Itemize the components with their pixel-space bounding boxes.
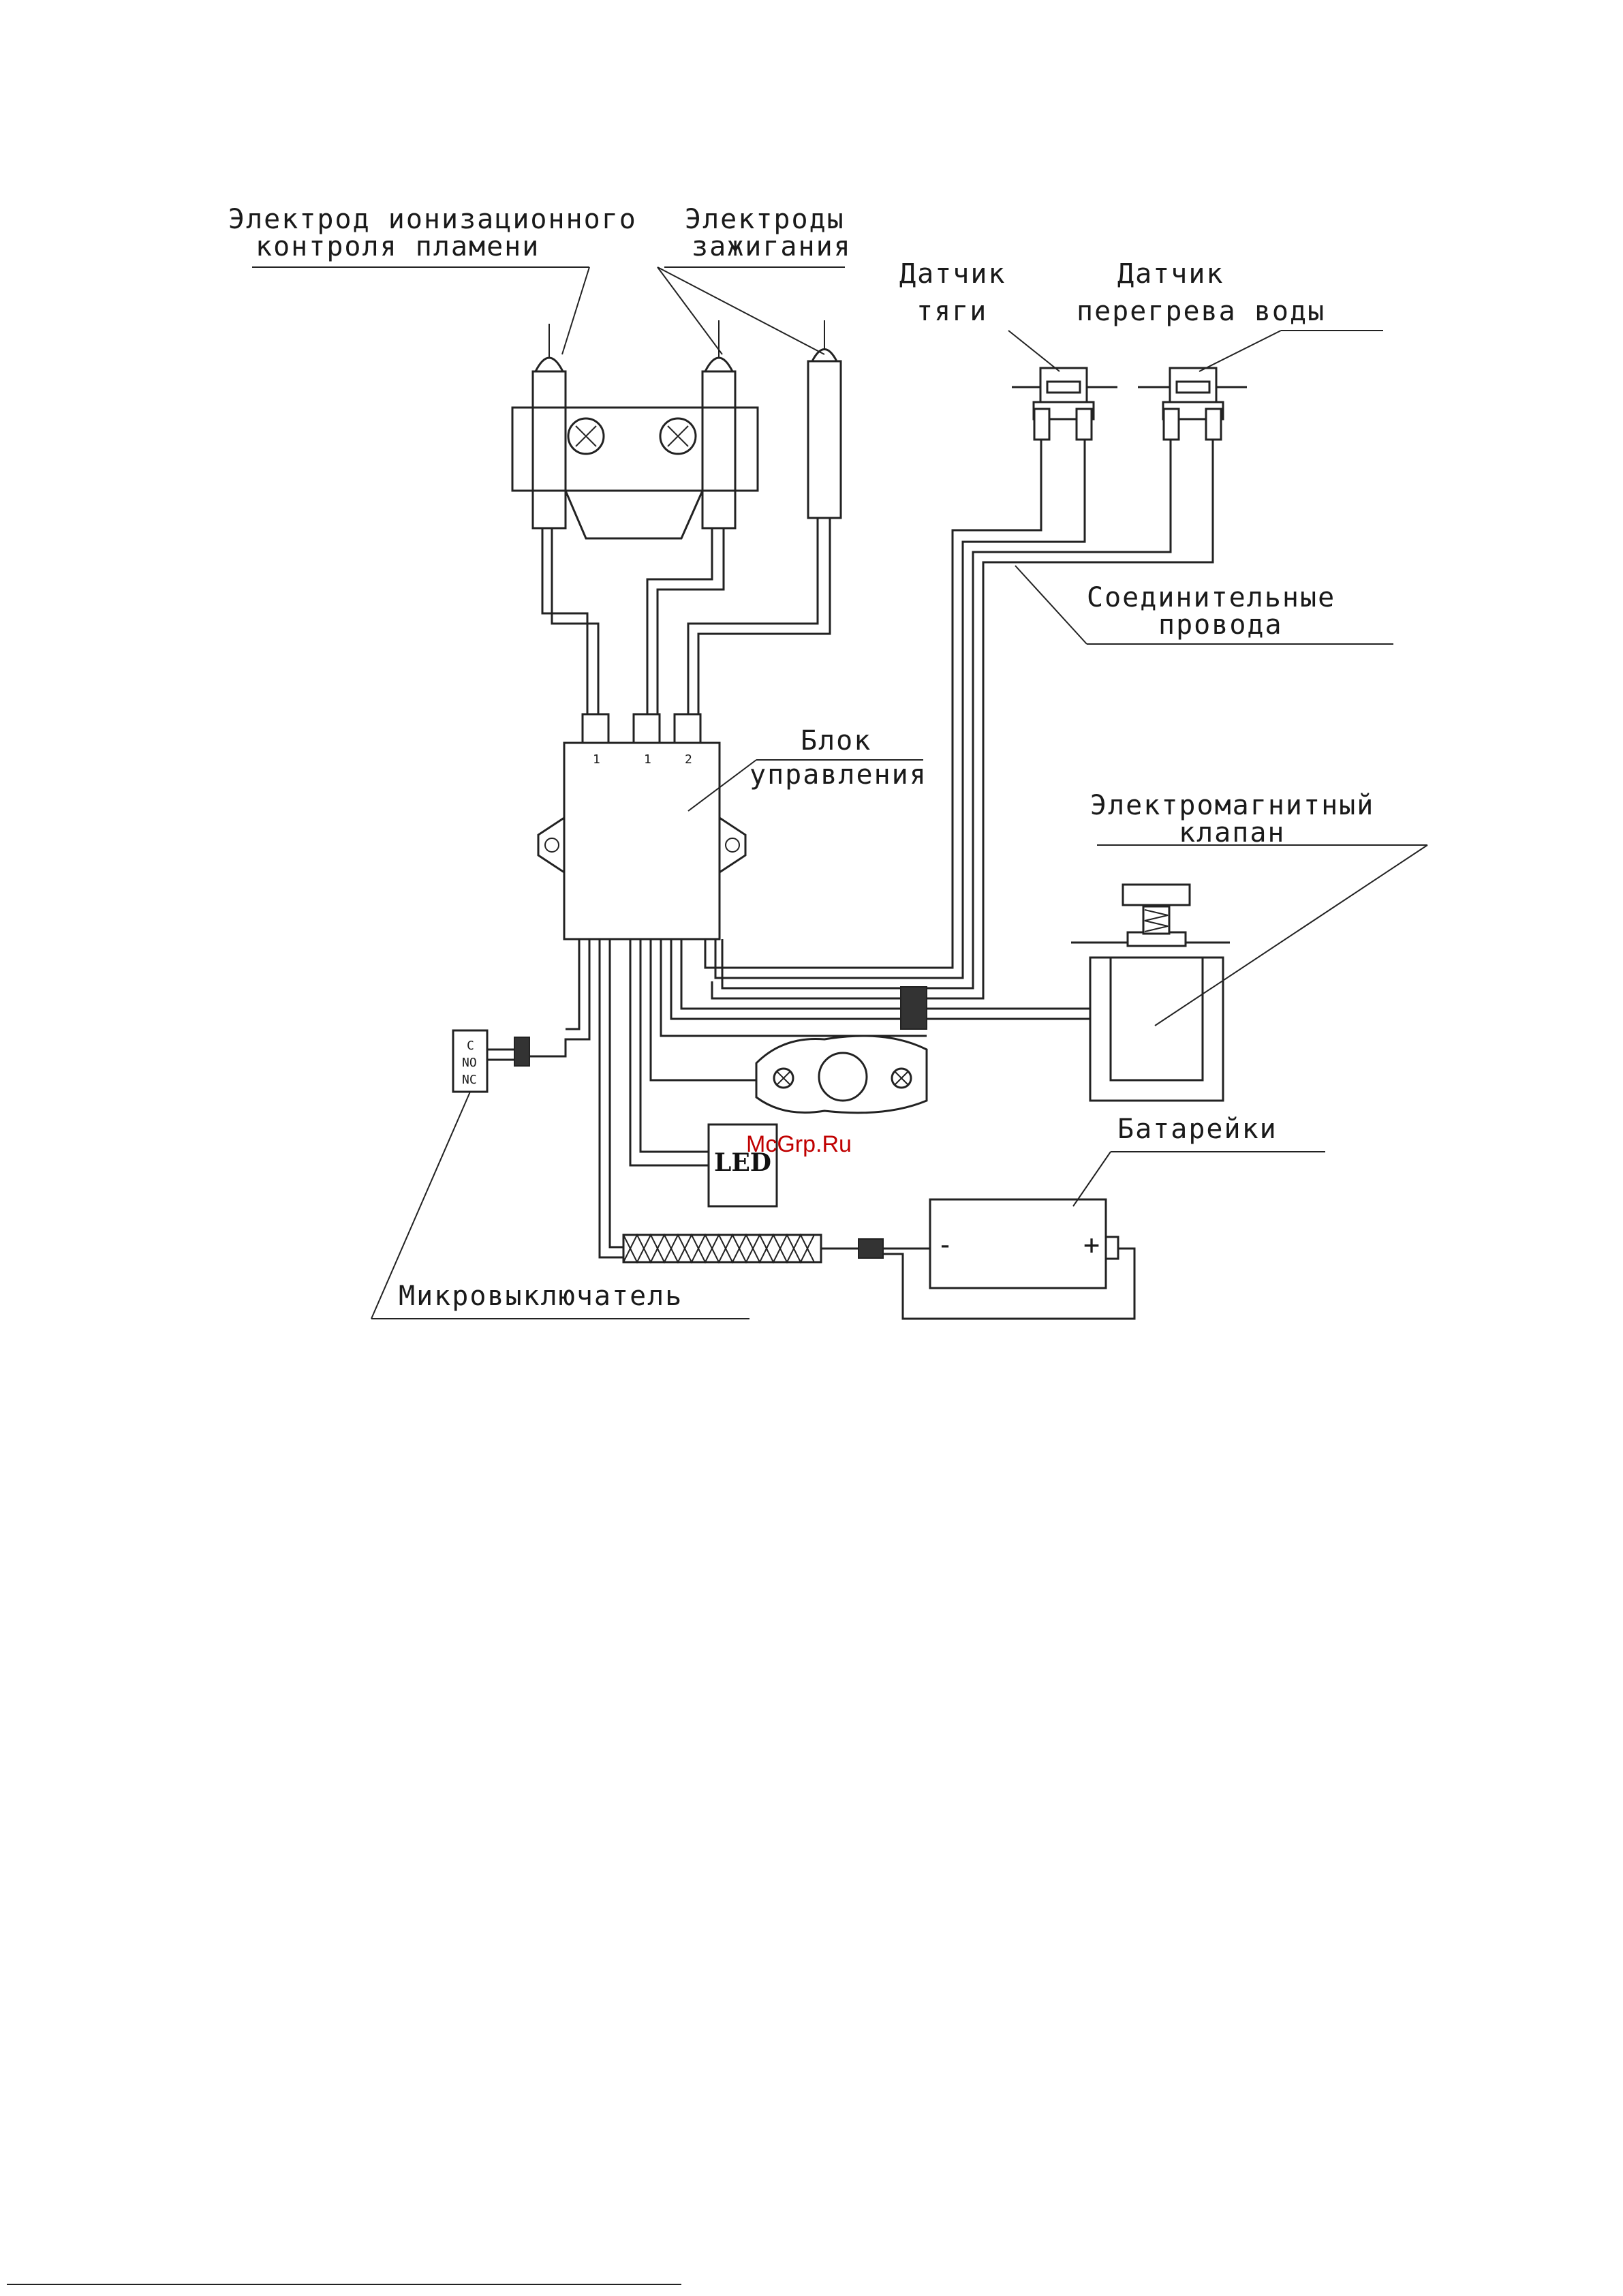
battery-pack: - + xyxy=(600,939,1134,1319)
label-overheat-sensor-1: Датчик xyxy=(1117,258,1224,290)
switch-pin-c: C xyxy=(467,1039,474,1053)
switch-pin-no: NO xyxy=(462,1056,477,1070)
label-control-unit-2: управления xyxy=(749,759,927,791)
microswitch: C NO NC xyxy=(453,939,589,1092)
label-solenoid-valve-2: клапан xyxy=(1179,817,1286,848)
label-draft-sensor-1: Датчик xyxy=(899,258,1006,290)
label-draft-sensor-2: тяги xyxy=(916,296,987,327)
led-indicator: LED xyxy=(630,939,777,1206)
label-ionization-electrode-2: контроля пламени xyxy=(256,231,540,262)
draft-sensor xyxy=(1012,368,1117,440)
overheat-sensor xyxy=(1138,368,1247,440)
label-overheat-sensor-2: перегрева воды xyxy=(1077,296,1325,327)
electrode-assembly xyxy=(512,320,841,538)
label-microswitch: Микровыключатель xyxy=(399,1281,683,1312)
solenoid-valve xyxy=(671,885,1230,1101)
battery-plus-label: + xyxy=(1083,1229,1101,1261)
control-pin-1: 1 xyxy=(593,752,600,767)
watermark: McGrp.Ru xyxy=(746,1131,852,1157)
electrode-wires xyxy=(542,518,830,714)
label-connecting-wires-2: провода xyxy=(1158,609,1283,641)
control-unit: 1 1 2 xyxy=(538,714,745,939)
label-batteries: Батарейки xyxy=(1117,1114,1278,1145)
sensor-plate xyxy=(651,939,927,1113)
connecting-wires xyxy=(705,440,1213,998)
control-pin-3: 2 xyxy=(685,752,692,767)
label-ignition-electrodes-2: зажигания xyxy=(692,231,852,262)
control-pin-2: 1 xyxy=(644,752,651,767)
label-control-unit-1: Блок xyxy=(801,725,871,756)
battery-minus-label: - xyxy=(937,1229,955,1261)
switch-pin-nc: NC xyxy=(462,1073,477,1087)
